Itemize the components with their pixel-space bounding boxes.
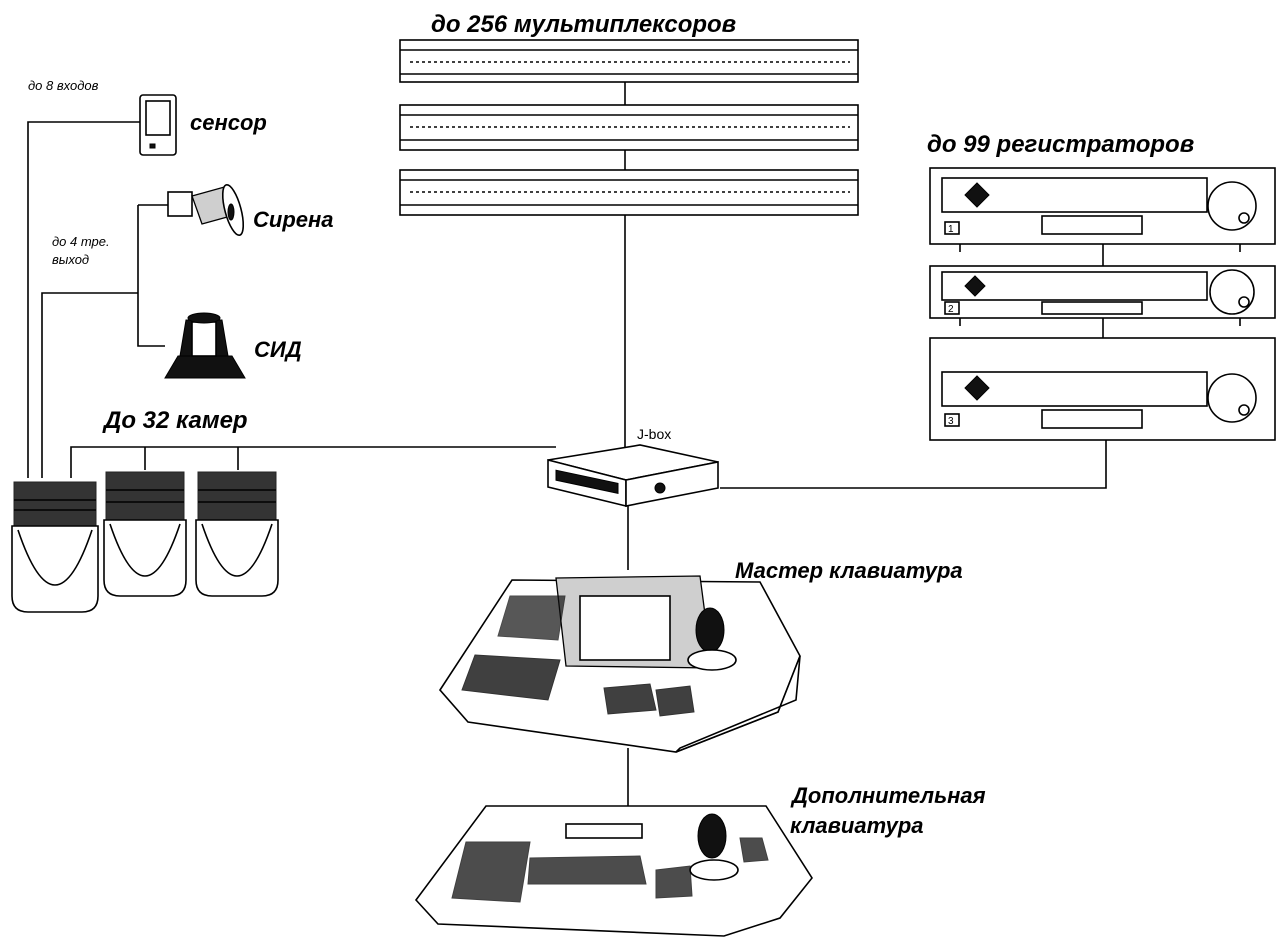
sensor-inputs-label: до 8 входов (28, 78, 99, 93)
jbox-label: J-box (637, 426, 671, 442)
connection-wires (27, 82, 1107, 812)
alarm-outputs-label-2: выход (52, 252, 89, 267)
multiplexer-icon (399, 104, 859, 151)
recorder-stack: 1 2 3 (929, 167, 1276, 441)
recorder-number: 2 (948, 304, 954, 315)
cameras-label: До 32 камер (102, 407, 248, 434)
led-beacon-icon (164, 312, 246, 379)
jbox-icon (547, 444, 719, 508)
led-label: СИД (254, 337, 302, 362)
ptz-camera-icon (103, 471, 187, 597)
multiplexer-icon (399, 169, 859, 216)
sensor-icon (139, 94, 177, 156)
siren-label: Сирена (253, 207, 334, 232)
keyboard-icon (438, 575, 801, 753)
extra-keyboard-label-1: Дополнительная (790, 783, 986, 808)
recorder-number: 1 (948, 224, 954, 235)
recorder-icon: 2 (929, 265, 1276, 326)
recorder-number: 3 (948, 416, 954, 427)
recorder-icon: 3 (929, 337, 1276, 441)
sensor-label: сенсор (190, 110, 267, 135)
multiplexers-label: до 256 мультиплексоров (431, 11, 736, 38)
ptz-camera-icon (11, 481, 99, 613)
recorders-label: до 99 регистраторов (927, 131, 1194, 158)
siren-icon (167, 184, 245, 236)
extra-keyboard-label-2: клавиатура (790, 813, 924, 838)
keyboard-icon (414, 805, 813, 937)
alarm-outputs-label-1: до 4 тре. (52, 234, 110, 249)
multiplexer-stack (399, 39, 859, 216)
camera-group (11, 471, 279, 613)
recorder-icon: 1 (929, 167, 1276, 252)
multiplexer-icon (399, 39, 859, 83)
master-keyboard-label: Мастер клавиатура (735, 558, 963, 583)
ptz-camera-icon (195, 471, 279, 597)
